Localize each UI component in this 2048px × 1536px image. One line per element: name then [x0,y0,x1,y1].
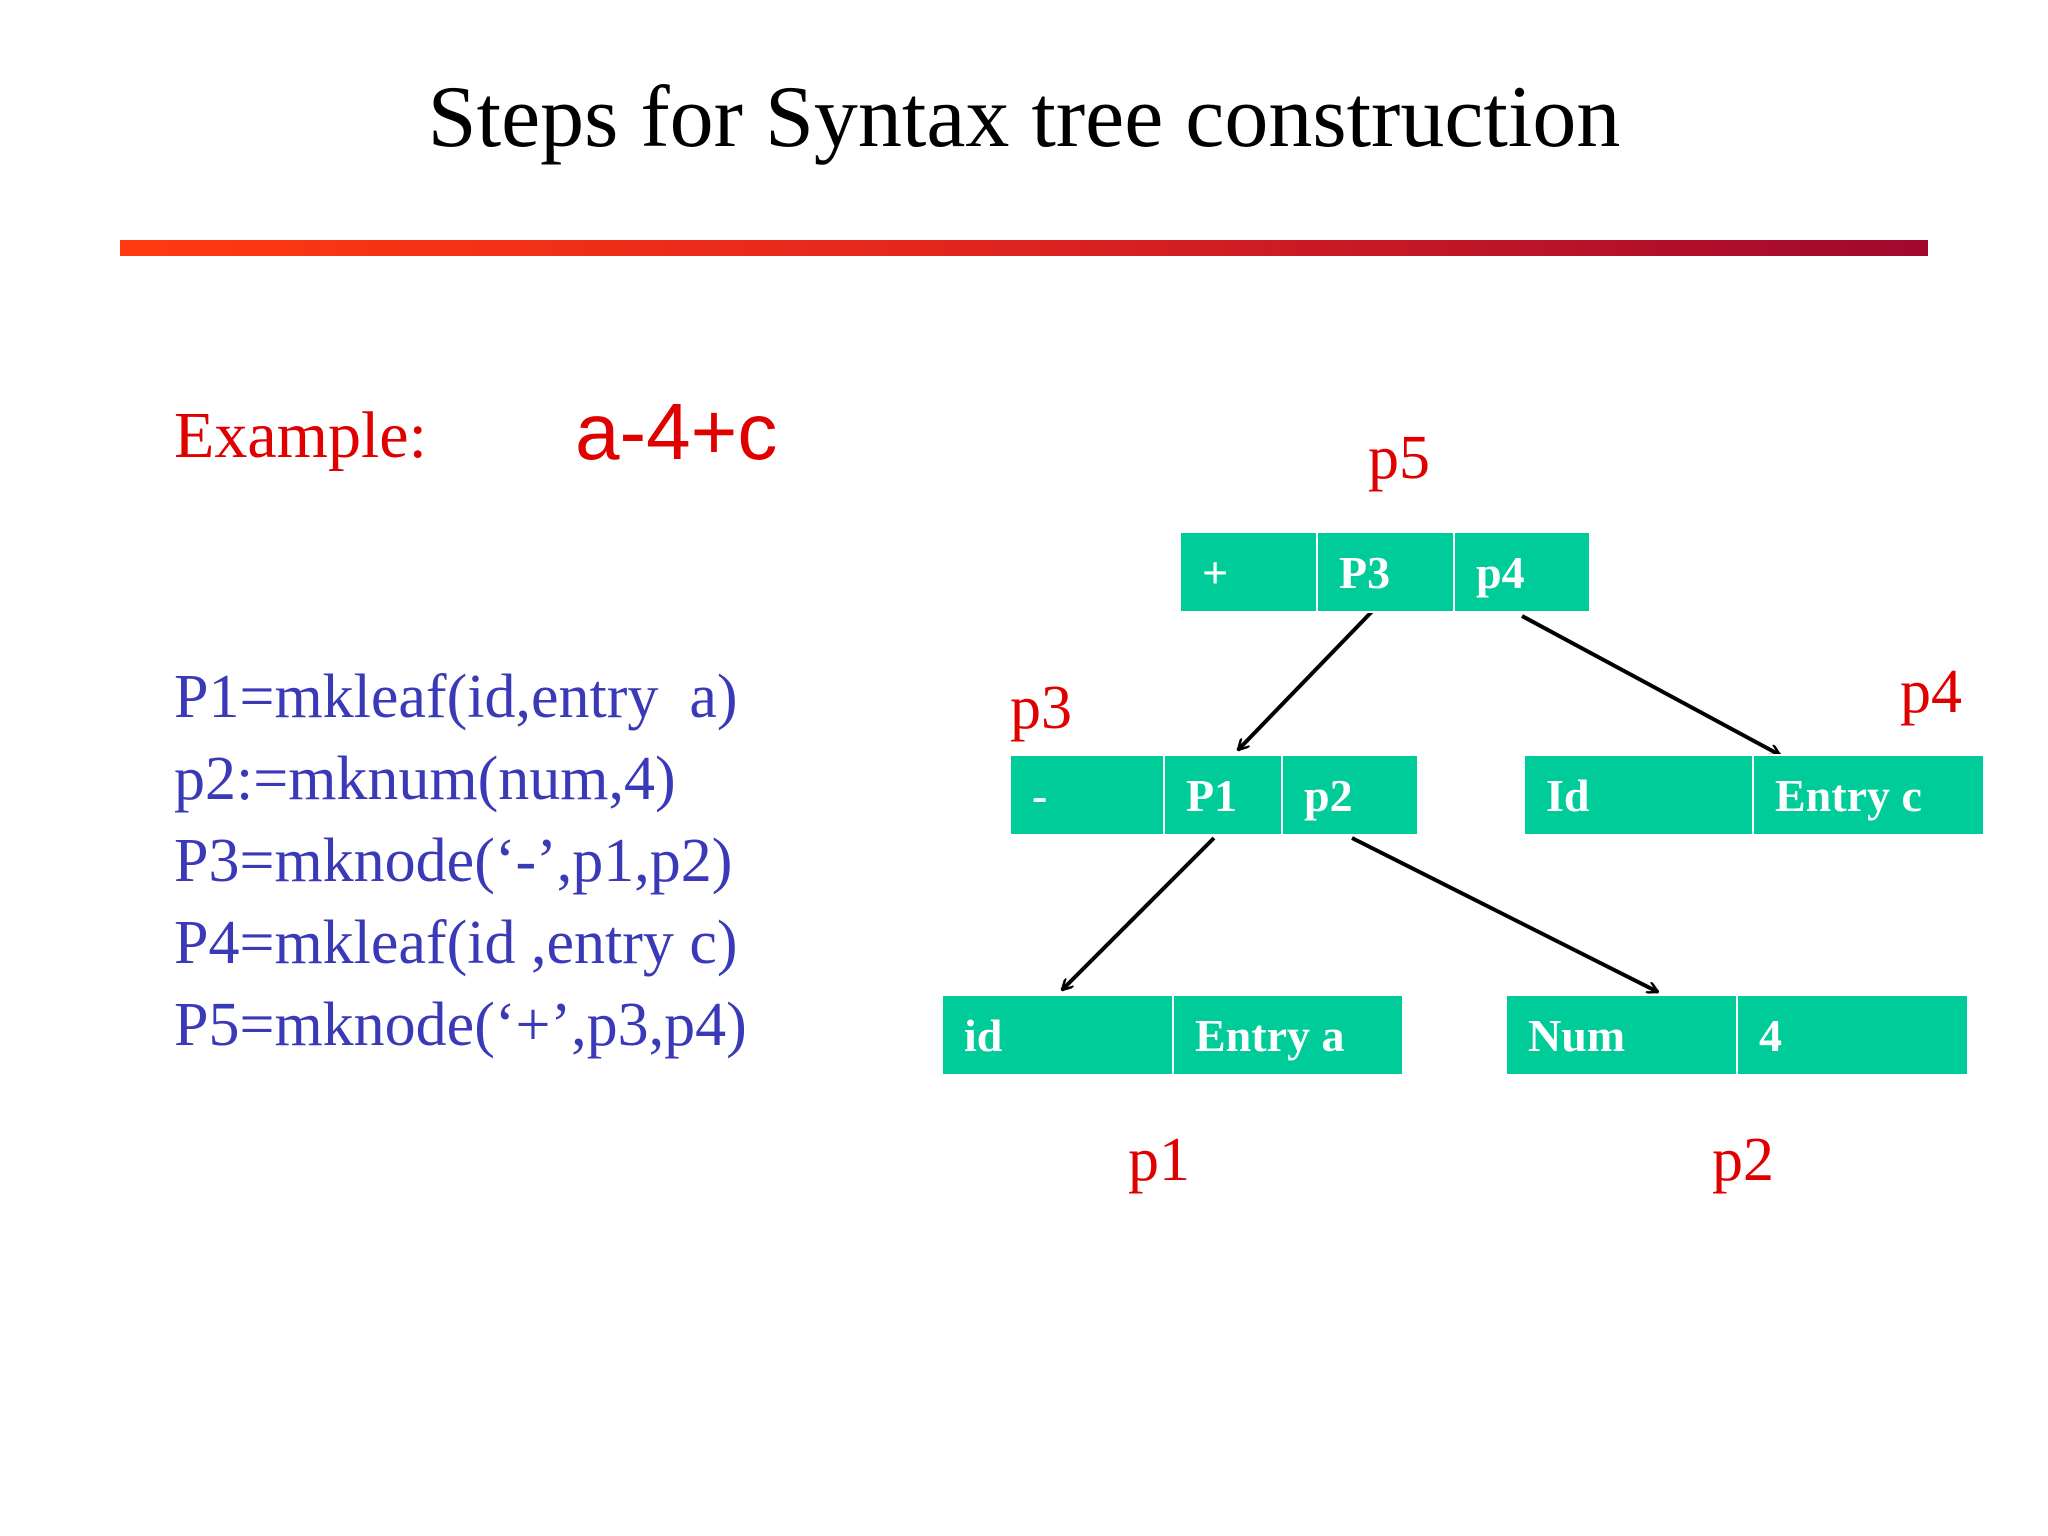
code-line: P1=mkleaf(id,entry a) [174,663,738,731]
example-label: Example: [174,399,427,472]
code-listing: P1=mkleaf(id,entry a) p2:=mknum(num,4) P… [174,656,747,1066]
node-cell [1505,994,1738,1076]
node-cell-text: p4 [1476,547,1525,598]
tree-edge-p5-p4 [1521,614,1780,757]
node-cell [1453,531,1591,613]
tree-node-p3: - P1 p2 [1009,754,1419,836]
node-cell-text: P1 [1186,770,1237,821]
pointer-label-p5: p5 [1368,424,1430,492]
node-cell [1736,994,1969,1076]
slide-title: Steps for Syntax tree construction [427,69,1621,166]
pointer-label-p1: p1 [1128,1126,1190,1194]
tree-node-p4: Id Entry c [1523,754,1985,836]
node-cell [1281,754,1419,836]
node-cell [1752,754,1985,836]
tree-edge-p5-p3 [1238,596,1387,750]
tree-node-p2: Num 4 [1505,994,1969,1076]
code-line: p2:=mknum(num,4) [174,745,676,813]
code-line: P4=mkleaf(id ,entry c) [174,909,738,977]
node-cell-text: Entry a [1195,1010,1345,1061]
node-cell [1009,754,1165,836]
title-rule [120,240,1928,256]
tree-nodes: + P3 p4 - P1 p2 Id Entry c id Entry a Num 4 [941,531,1985,1076]
code-line: P5=mknode(‘+’,p3,p4) [174,991,747,1059]
tree-edges [1062,596,1780,994]
node-cell [1316,531,1455,613]
pointer-label-p3: p3 [1010,674,1072,742]
node-cell [1523,754,1754,836]
node-cell-text: p2 [1304,770,1353,821]
example-expression: a-4+c [575,387,778,476]
pointer-labels: p5 p3 p4 p1 p2 [1010,424,1962,1194]
node-cell-text: + [1202,547,1228,598]
node-cell-text: Num [1528,1010,1625,1061]
tree-edge-p3-p1 [1062,836,1216,990]
tree-edge-p3-p2 [1351,836,1658,994]
tree-node-p5: + P3 p4 [1179,531,1591,613]
node-cell-text: id [964,1010,1003,1061]
node-cell [1179,531,1318,613]
node-cell-text: Entry c [1775,770,1922,821]
node-cell-text: P3 [1339,547,1390,598]
node-cell [1172,994,1404,1076]
code-line: P3=mknode(‘-’,p1,p2) [174,827,733,895]
tree-node-p1: id Entry a [941,994,1404,1076]
node-cell [1163,754,1283,836]
node-cell-text: - [1032,770,1047,821]
pointer-label-p4: p4 [1900,658,1962,726]
node-cell-text: Id [1546,770,1590,821]
pointer-label-p2: p2 [1712,1126,1774,1194]
node-cell-text: 4 [1759,1010,1782,1061]
